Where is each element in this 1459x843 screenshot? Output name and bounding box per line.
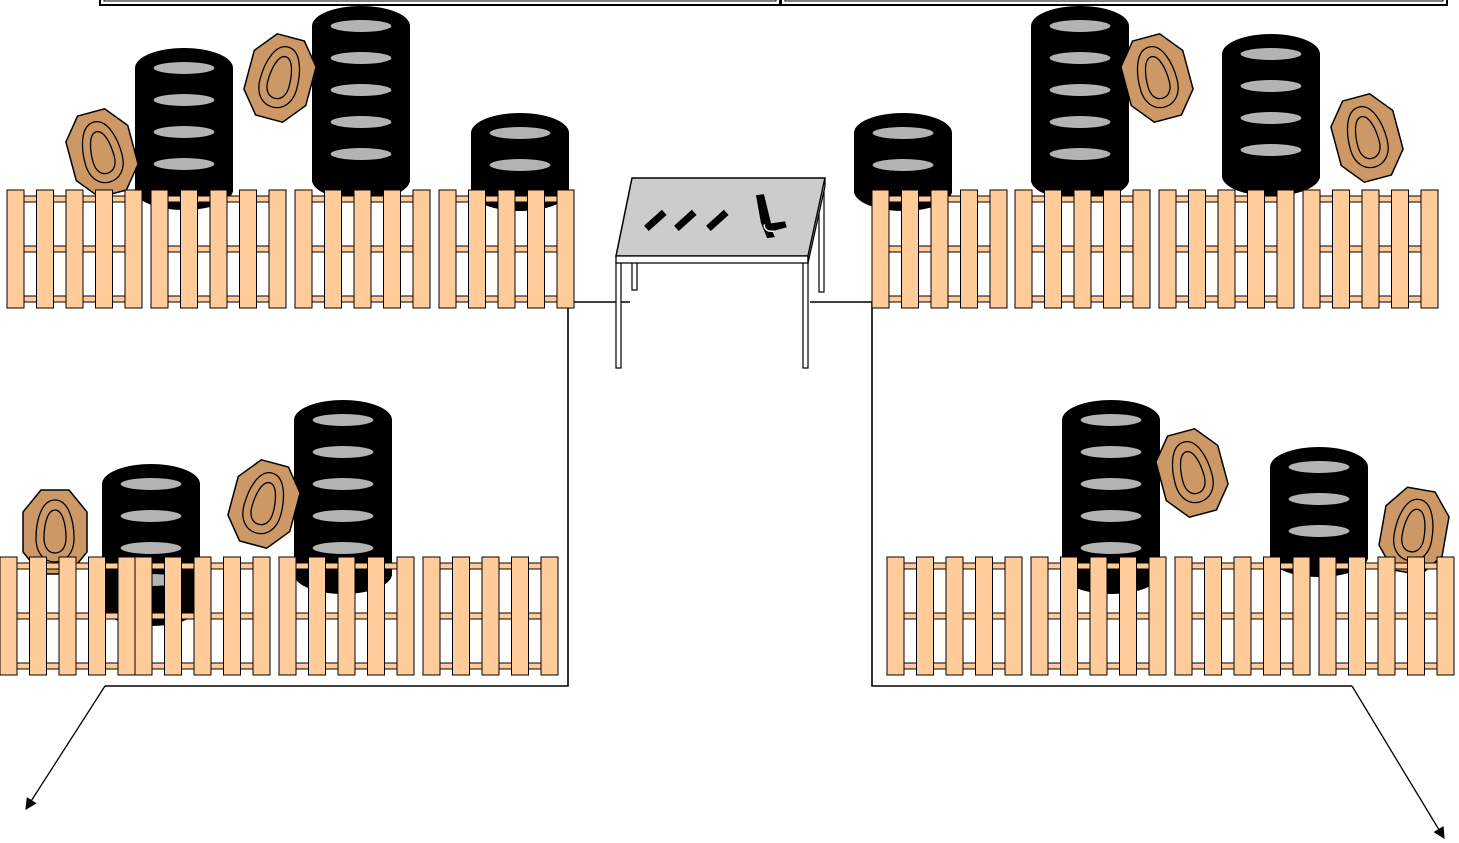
fault-line — [105, 308, 569, 687]
magazine-icon — [706, 209, 729, 232]
pallet-icon — [1030, 556, 1167, 676]
pallet-icon — [1318, 556, 1455, 676]
tire-stack-icon — [1222, 34, 1320, 196]
table-layer — [615, 177, 826, 369]
tire-stack-icon — [135, 48, 233, 210]
pallet-icon — [1174, 556, 1311, 676]
pallet-icon — [150, 189, 287, 309]
header-panel — [780, 0, 1448, 6]
pallet-icon — [1158, 189, 1295, 309]
header-panel — [99, 0, 781, 6]
fault-line — [810, 301, 873, 308]
fault-line — [871, 308, 1352, 687]
pallet-icon — [134, 556, 271, 676]
pistol-icon — [756, 194, 787, 239]
tire-stack-icon — [1270, 447, 1368, 577]
pallet-icon — [278, 556, 415, 676]
steel-target-icon — [1155, 427, 1229, 519]
arrow-icon — [25, 685, 106, 810]
pallet-icon — [438, 189, 575, 309]
pallet-icon — [294, 189, 431, 309]
pallet-icon — [1014, 189, 1151, 309]
arrows-layer — [25, 685, 1445, 840]
steel-target-icon — [65, 107, 139, 199]
steel-target-icon — [1330, 92, 1404, 184]
pallet-icon — [871, 189, 1008, 309]
pallet-icon — [0, 556, 136, 676]
arrow-icon — [1351, 685, 1445, 840]
tire-stack-icon — [1031, 6, 1129, 200]
header-layer — [99, 0, 1448, 6]
tire-stack-icon — [471, 113, 569, 211]
tires-layer — [102, 6, 1368, 626]
pallet-icon — [422, 556, 559, 676]
pallet-icon — [1302, 189, 1439, 309]
steel-target-icon — [1120, 32, 1194, 124]
pallet-icon — [6, 189, 143, 309]
magazine-icon — [674, 209, 697, 232]
pallet-icon — [886, 556, 1023, 676]
pallets-layer — [0, 189, 1455, 676]
steel-target-icon — [243, 32, 317, 124]
steel-target-icon — [227, 458, 301, 550]
magazine-icon — [644, 209, 667, 232]
tire-stack-icon — [312, 6, 410, 200]
table — [615, 177, 826, 369]
